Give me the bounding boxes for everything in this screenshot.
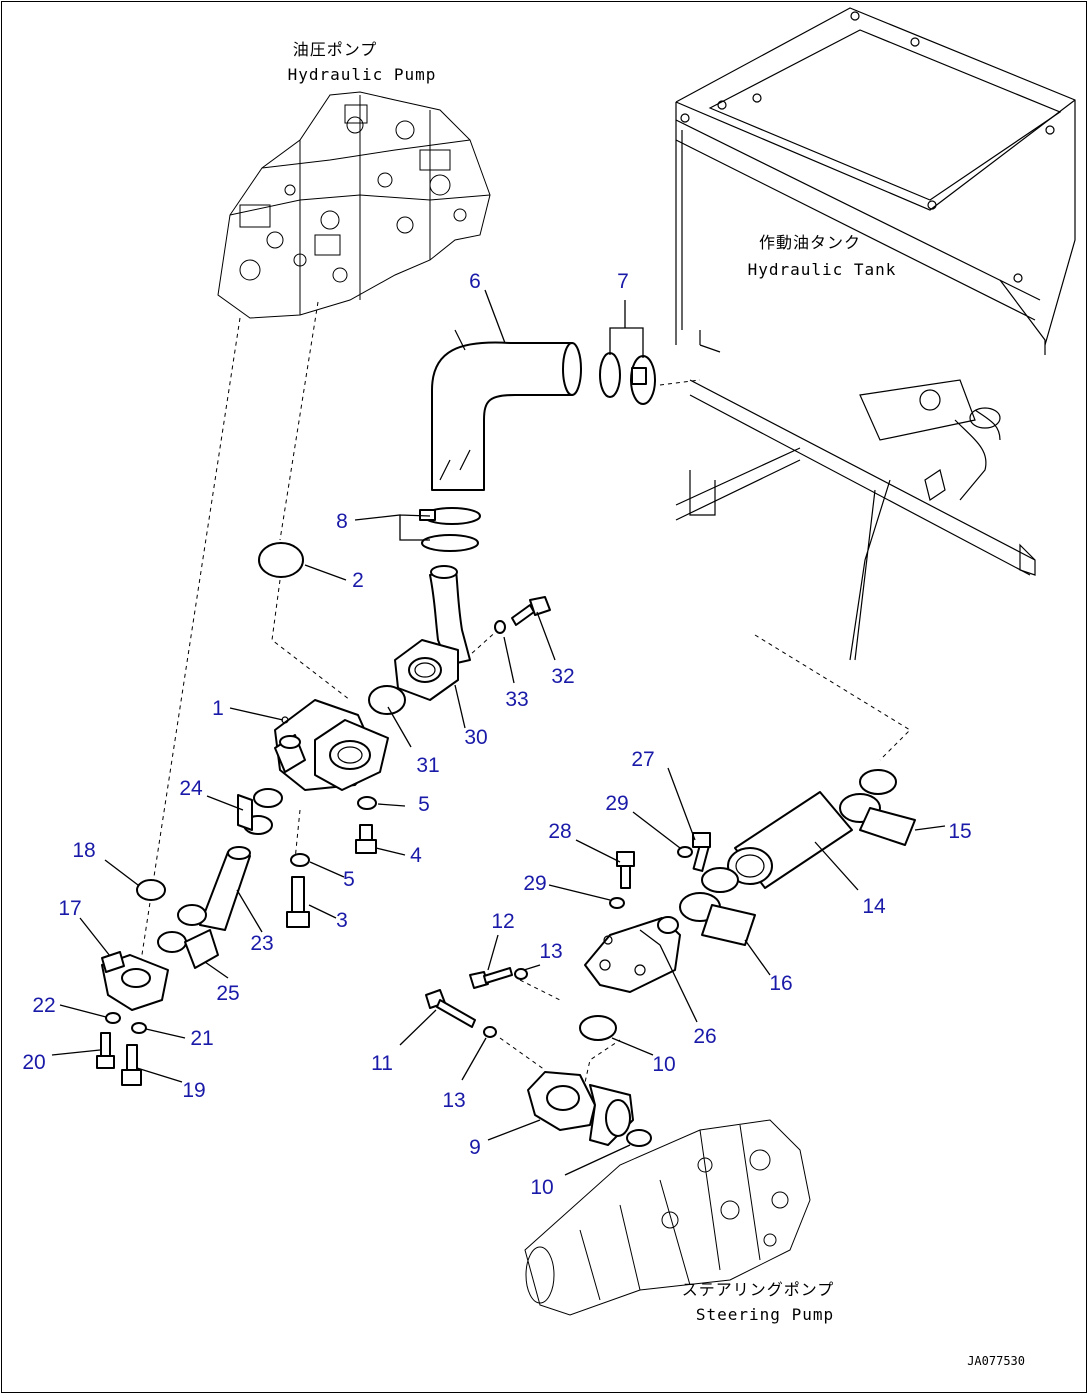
- label-hydraulic-pump-jp: 油圧ポンプ: [293, 40, 378, 59]
- steering-pump: [524, 1119, 811, 1316]
- part-6-suction-hose: [431, 329, 582, 491]
- part-24-hose-clamps: [237, 788, 283, 835]
- part-12-bolt: [469, 967, 513, 989]
- assembly-lines: [134, 301, 911, 1106]
- part-29-washer-upper: [677, 846, 693, 858]
- callout-7: 7: [617, 270, 629, 293]
- part-18-o-ring: [136, 879, 166, 901]
- callout-26: 26: [693, 1025, 716, 1048]
- part-14-hose: [727, 791, 853, 889]
- callout-29-lower: 29: [523, 872, 546, 895]
- leader-lines: [51, 289, 946, 1176]
- part-1-adapter: [274, 699, 389, 791]
- callout-16: 16: [769, 972, 792, 995]
- label-hydraulic-tank-en: Hydraulic Tank: [748, 260, 897, 279]
- part-13-washer-upper: [514, 968, 528, 980]
- callout-12: 12: [491, 910, 514, 933]
- callout-11: 11: [371, 1052, 393, 1075]
- callout-23: 23: [250, 932, 273, 955]
- label-hydraulic-pump-en: Hydraulic Pump: [288, 65, 437, 84]
- callout-13-lower: 13: [442, 1089, 465, 1112]
- part-32-bolt: [511, 596, 551, 626]
- part-25-hose-clamps: [157, 904, 219, 969]
- callout-10-upper: 10: [652, 1053, 675, 1076]
- label-hydraulic-tank-jp: 作動油タンク: [759, 233, 861, 252]
- callout-22: 22: [32, 994, 55, 1017]
- callout-17: 17: [58, 897, 81, 920]
- callout-2: 2: [352, 569, 364, 592]
- callout-24: 24: [179, 777, 203, 800]
- part-7-hose-clamps: [599, 352, 656, 405]
- callout-19: 19: [182, 1079, 205, 1102]
- callout-25: 25: [216, 982, 239, 1005]
- part-28-bolt: [616, 851, 635, 889]
- drawing-reference: JA077530: [967, 1354, 1025, 1368]
- callout-14: 14: [862, 895, 886, 918]
- callout-33: 33: [505, 688, 528, 711]
- callout-5-upper: 5: [418, 793, 430, 816]
- part-17-flange: [101, 951, 169, 1011]
- part-31-o-ring: [368, 685, 406, 715]
- part-23-hose: [199, 846, 251, 931]
- callout-27: 27: [631, 748, 654, 771]
- part-8-hose-clamps: [419, 507, 481, 552]
- hydraulic-tank: [675, 7, 1076, 661]
- part-5-washer-lower: [290, 853, 310, 867]
- part-21-washer: [131, 1022, 147, 1034]
- part-20-bolt: [96, 1032, 115, 1069]
- callout-32: 32: [551, 665, 574, 688]
- callout-18: 18: [72, 839, 95, 862]
- part-22-washer: [105, 1012, 121, 1024]
- part-27-bolt: [692, 832, 711, 872]
- part-10-o-ring-lower: [626, 1129, 652, 1147]
- part-3-bolt: [286, 876, 310, 928]
- part-13-washer-lower: [483, 1026, 497, 1038]
- part-10-o-ring-upper: [579, 1015, 617, 1041]
- part-15-hose-clamps: [839, 769, 916, 846]
- callout-1: 1: [212, 697, 224, 720]
- callout-numbers: 6 7 8 2 32 33 30 1 31 5 4 5 3 24 23 25 1…: [22, 270, 971, 1199]
- callout-5-lower: 5: [343, 868, 355, 891]
- label-steering-pump-en: Steering Pump: [696, 1305, 834, 1324]
- callout-4: 4: [410, 844, 422, 867]
- callout-29-upper: 29: [605, 792, 628, 815]
- callout-13-upper: 13: [539, 940, 562, 963]
- callout-20: 20: [22, 1051, 45, 1074]
- callout-31: 31: [416, 754, 439, 777]
- callout-9: 9: [469, 1136, 481, 1159]
- callout-30: 30: [464, 726, 487, 749]
- part-4-bolt: [355, 824, 377, 854]
- part-16-hose-clamps: [679, 867, 756, 946]
- part-26-elbow-flange: [584, 916, 681, 993]
- callout-6: 6: [469, 270, 481, 293]
- part-9-elbow-flange: [527, 1071, 634, 1146]
- hydraulic-pump: [217, 91, 491, 319]
- label-steering-pump-jp: ステアリングポンプ: [682, 1280, 835, 1299]
- callout-28: 28: [548, 820, 571, 843]
- part-29-washer-lower: [609, 897, 625, 909]
- callout-8: 8: [336, 510, 348, 533]
- callout-3: 3: [336, 909, 348, 932]
- part-11-bolt: [425, 989, 476, 1028]
- part-2-o-ring: [258, 542, 304, 578]
- part-19-bolt: [121, 1044, 142, 1086]
- callout-15: 15: [948, 820, 971, 843]
- part-33-washer: [494, 620, 506, 634]
- callout-21: 21: [190, 1027, 213, 1050]
- part-5-washer-upper: [357, 796, 377, 810]
- callout-10-lower: 10: [530, 1176, 553, 1199]
- part-30-elbow-flange: [394, 565, 471, 701]
